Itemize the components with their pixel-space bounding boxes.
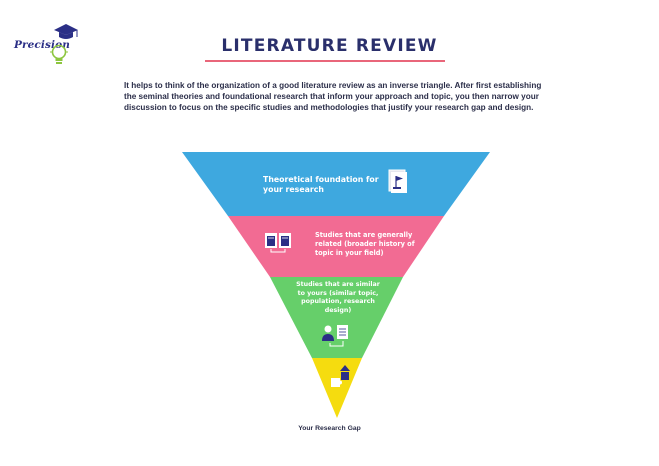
graduation-cap-icon (54, 24, 78, 39)
level-3-band (270, 277, 403, 358)
level-1-label: Theoretical foundation for your research (263, 175, 379, 194)
level-1-band (182, 152, 490, 216)
page-title: LITERATURE REVIEW (221, 36, 438, 56)
intro-paragraph: It helps to think of the organization of… (124, 81, 542, 112)
level-4-band (312, 358, 362, 418)
level-2-label: Studies that are generally related (broa… (315, 231, 415, 257)
precision-logo: Precision (14, 22, 78, 68)
logo-text: Precision (14, 39, 70, 51)
title-underline (205, 60, 445, 62)
document-flag-icon (388, 169, 407, 193)
researcher-document-icon (322, 325, 348, 347)
open-books-icon (265, 233, 291, 253)
level-2-band (228, 216, 444, 277)
puzzle-pieces-icon (331, 365, 350, 387)
level-3-label: Studies that are similar to yours (simil… (296, 281, 380, 314)
lightbulb-icon (50, 44, 68, 64)
research-gap-caption: Your Research Gap (298, 425, 361, 432)
